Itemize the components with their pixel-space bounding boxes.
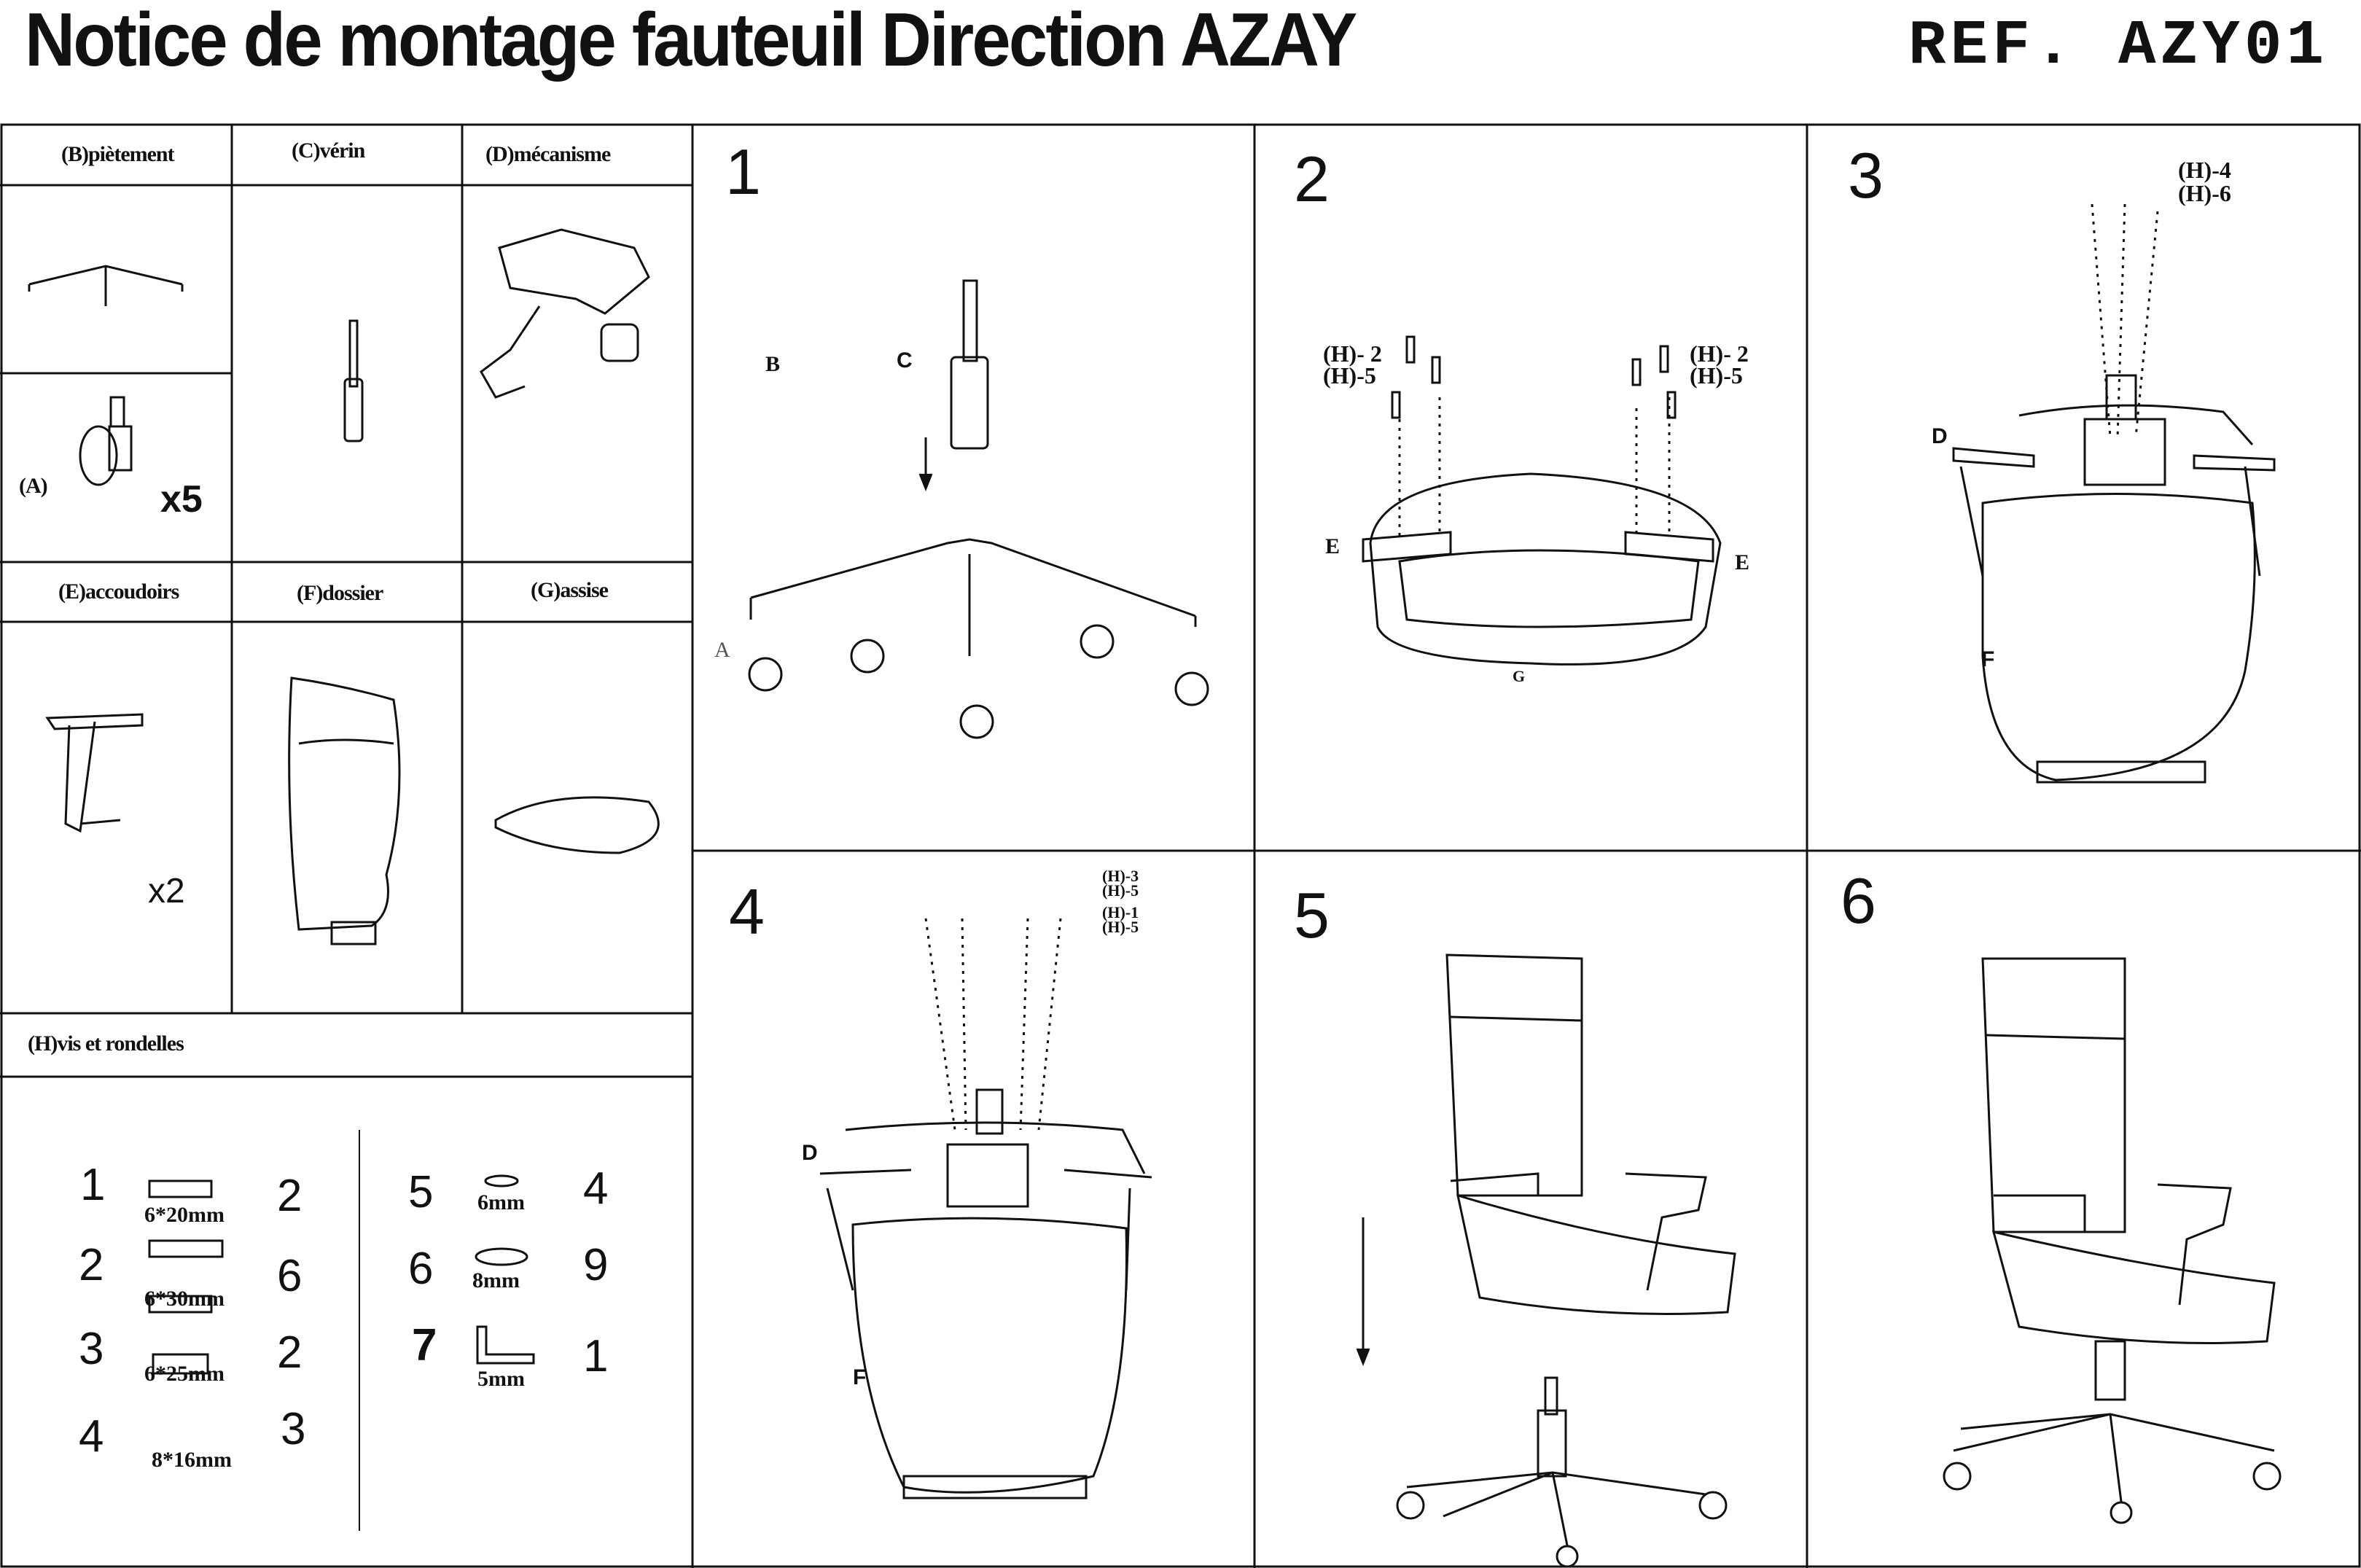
- part-label-armrests: (E)accoudoirs: [58, 580, 179, 604]
- step2-hardware-label: (H)- 2: [1690, 340, 1749, 367]
- table-grid: [0, 123, 2361, 1568]
- hardware-icons: [148, 1174, 535, 1375]
- base-drawing: [28, 265, 184, 306]
- step-number-3: 3: [1848, 139, 1884, 211]
- step3-hardware-label: (H)-6: [2178, 180, 2231, 206]
- step2-label-seat: G: [1513, 667, 1526, 685]
- step1-label-base: B: [765, 352, 781, 376]
- armrest-drawing: [45, 713, 144, 833]
- step4-hardware-label: (H)-3: [1102, 867, 1139, 885]
- hardware-size: 6*20mm: [144, 1203, 225, 1227]
- step5-drawing: [1356, 953, 1736, 1568]
- part-label-base: (B)piètement: [61, 142, 175, 166]
- hardware-number: 2: [79, 1240, 104, 1290]
- step4-label-backrest: F: [853, 1365, 867, 1389]
- step3-drawing: [1952, 203, 2276, 784]
- hardware-size: 5mm: [477, 1367, 525, 1391]
- hardware-number: 5: [408, 1167, 434, 1217]
- gas-cylinder-drawing: [343, 319, 364, 442]
- hardware-quantity: 2: [277, 1327, 303, 1378]
- part-label-mechanism: (D)mécanisme: [485, 142, 611, 166]
- hardware-number: 7: [412, 1320, 437, 1370]
- step3-hardware-label: (H)-4: [2178, 157, 2231, 183]
- hardware-size: 6*25mm: [144, 1362, 225, 1386]
- step2-hardware-label: (H)- 2: [1323, 340, 1382, 367]
- step-number-6: 6: [1841, 865, 1876, 937]
- step-number-5: 5: [1294, 879, 1330, 951]
- step6-drawing: [1943, 957, 2282, 1524]
- hardware-number: 6: [408, 1244, 434, 1294]
- caster-drawing: [79, 396, 133, 486]
- step1-label-caster: A: [714, 638, 730, 662]
- step-number-1: 1: [725, 136, 761, 208]
- step1-drawing: [748, 279, 1209, 739]
- part-label-caster: (A): [19, 474, 48, 498]
- reference-code: REF. AZY01: [1908, 10, 2329, 82]
- hardware-quantity: 1: [583, 1331, 609, 1381]
- hardware-number: 4: [79, 1411, 104, 1462]
- part-label-hardware: (H)vis et rondelles: [28, 1031, 184, 1056]
- step2-label-armrest-right: E: [1735, 550, 1750, 574]
- hardware-size: 6mm: [477, 1190, 525, 1214]
- seat-drawing: [494, 796, 660, 854]
- part-label-seat: (G)assise: [531, 578, 609, 602]
- step2-hardware-label: (H)-5: [1323, 362, 1376, 389]
- step4-hardware-label: (H)-5: [1102, 918, 1139, 936]
- armrest-quantity: x2: [148, 872, 185, 910]
- hardware-size: 8*16mm: [152, 1448, 232, 1472]
- step2-label-armrest-left: E: [1325, 534, 1340, 558]
- step2-hardware-label: (H)-5: [1690, 362, 1743, 389]
- step1-label-cylinder: C: [897, 348, 913, 373]
- hardware-quantity: 6: [277, 1251, 303, 1301]
- step4-hardware-label: (H)-5: [1102, 881, 1139, 900]
- backrest-drawing: [288, 676, 401, 945]
- hardware-quantity: 3: [281, 1404, 306, 1454]
- hardware-quantity: 4: [583, 1163, 609, 1214]
- hardware-quantity: 9: [583, 1240, 609, 1290]
- step-number-4: 4: [729, 875, 765, 948]
- hardware-quantity: 2: [277, 1171, 303, 1221]
- hardware-size: 8mm: [472, 1268, 520, 1292]
- caster-quantity: x5: [160, 478, 203, 520]
- step4-drawing: [819, 918, 1152, 1499]
- hardware-number: 3: [79, 1324, 104, 1374]
- hardware-number: 1: [80, 1160, 106, 1210]
- step-number-2: 2: [1294, 143, 1330, 215]
- hardware-size: 6*30mm: [144, 1287, 225, 1311]
- step4-hardware-label: (H)-1: [1102, 903, 1139, 921]
- page-title: Notice de montage fauteuil Direction AZA…: [25, 0, 1357, 82]
- part-label-backrest: (F)dossier: [297, 581, 383, 605]
- part-label-cylinder: (C)vérin: [292, 139, 365, 163]
- step3-label-mechanism: D: [1932, 424, 1948, 448]
- step4-label-mechanism: D: [802, 1141, 818, 1165]
- step2-drawing: [1362, 335, 1722, 666]
- step3-label-backrest: F: [1981, 647, 1995, 671]
- mechanism-drawing: [480, 228, 650, 399]
